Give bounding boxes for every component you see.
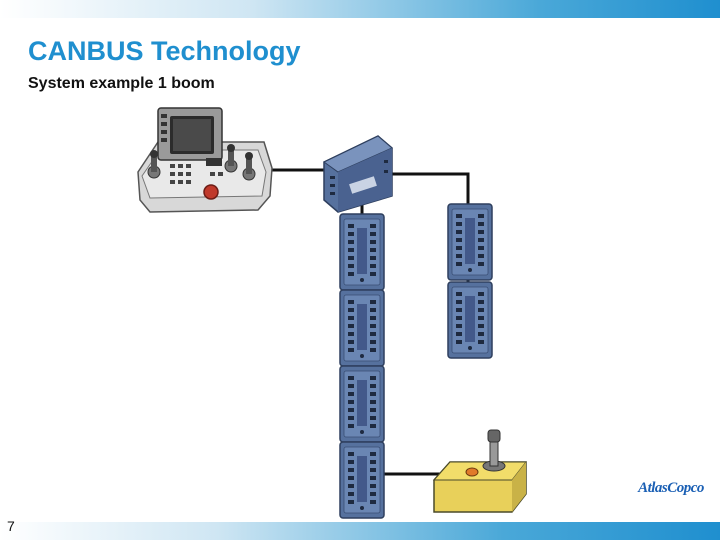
emergency-stop-button: [203, 184, 219, 200]
main-controller-unit: [323, 135, 393, 213]
io-module-left-4: [339, 441, 385, 519]
joystick-knob: [487, 429, 501, 443]
joystick-box: [432, 429, 528, 513]
page-number: 7: [7, 518, 15, 534]
top-gradient-bar: [0, 0, 720, 18]
atlas-copco-logo: AtlasCopco: [632, 474, 710, 506]
page-subtitle: System example 1 boom: [28, 75, 215, 92]
io-module-left-3: [339, 365, 385, 443]
io-module-right-1: [447, 203, 493, 281]
indicator-button: [465, 467, 479, 477]
cable-controller-to-right-column: [392, 172, 470, 205]
controller-label-plate: [349, 176, 377, 194]
page-title: CANBUS Technology: [28, 36, 301, 66]
logo-text: AtlasCopco: [638, 480, 704, 496]
io-module-left-2: [339, 289, 385, 367]
operator-control-panel: [137, 107, 273, 213]
bottom-gradient-bar: [0, 522, 720, 540]
io-module-left-1: [339, 213, 385, 291]
io-module-right-2: [447, 281, 493, 359]
